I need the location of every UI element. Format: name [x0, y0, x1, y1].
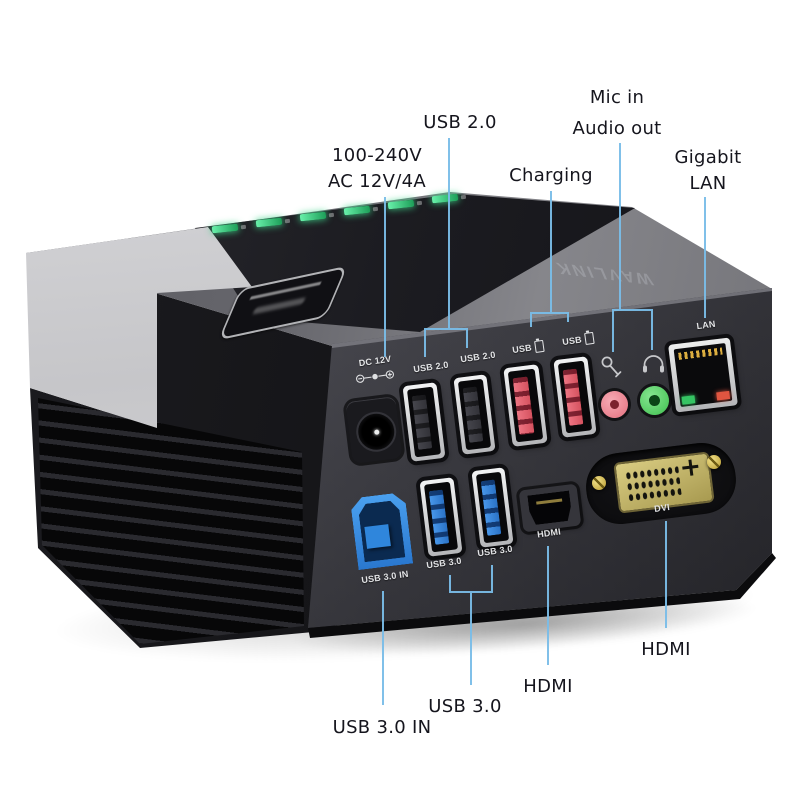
annotation-usb20: USB 2.0: [423, 112, 497, 133]
microphone-icon: [601, 356, 622, 378]
annotation-gigabit-lan: Gigabit LAN: [674, 147, 742, 194]
dvi-screw-left: [592, 476, 606, 490]
led-label-glyph: [284, 218, 291, 224]
usb3-type-b-port: [350, 492, 413, 570]
annotation-mic-in: Mic in: [589, 87, 645, 108]
dc-power-jack: [345, 396, 403, 464]
annotation-hdmi: HDMI: [523, 676, 573, 697]
dc-polarity-icon: [356, 370, 395, 383]
led-label-glyph: [240, 224, 247, 230]
led-label-glyph: [328, 212, 335, 218]
led-label-glyph: [460, 194, 467, 200]
headphones-icon: [643, 355, 664, 373]
lan-port: [668, 337, 738, 413]
annotation-usb30-in: USB 3.0 IN: [332, 717, 432, 738]
battery-icon: [583, 331, 595, 345]
battery-icon: [533, 339, 545, 353]
dvi-pins: [624, 464, 682, 502]
annotation-hdmi-right: HDMI: [641, 639, 691, 660]
led-label-glyph: [416, 200, 423, 206]
annotation-usb30: USB 3.0: [428, 696, 502, 717]
lan-led-red: [716, 390, 731, 401]
led-label-glyph: [372, 206, 379, 212]
lan-led-green: [681, 395, 696, 405]
annotation-power: 100-240V AC 12V/4A: [327, 145, 427, 192]
annotation-charging: Charging: [509, 165, 593, 186]
dvi-screw-right: [707, 455, 721, 469]
annotation-audio-out: Audio out: [572, 118, 662, 139]
